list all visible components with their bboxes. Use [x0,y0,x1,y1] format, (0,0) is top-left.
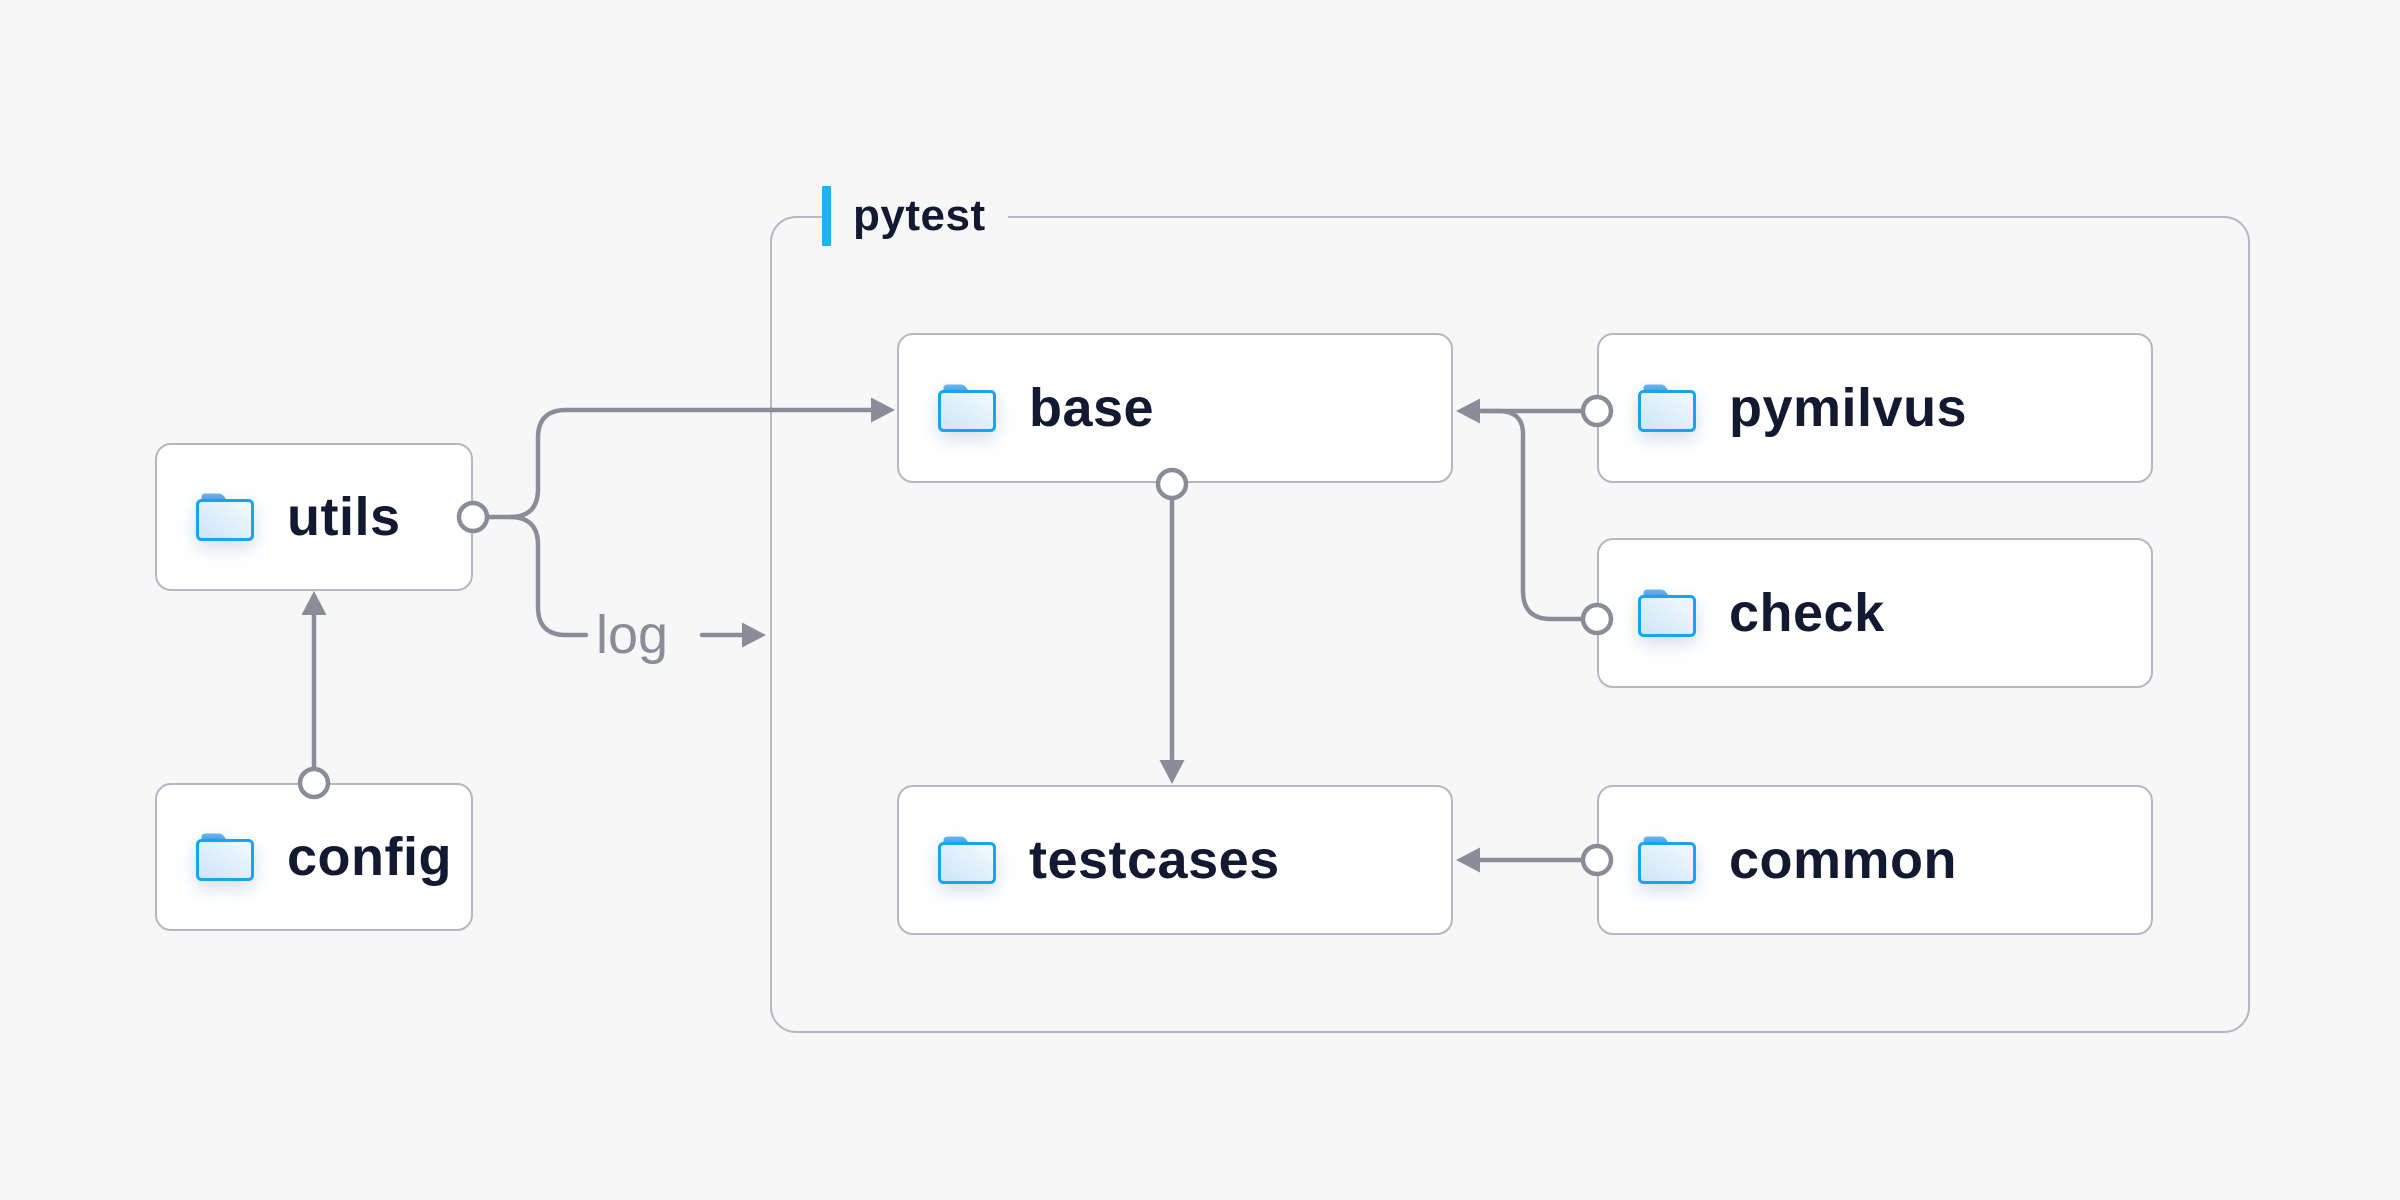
folder-node-testcases: testcases [897,785,1453,935]
folder-icon [1635,380,1699,436]
folder-node-config: config [155,783,473,931]
node-label-base: base [1029,378,1155,438]
folder-icon [935,832,999,888]
node-label-pymilvus: pymilvus [1729,378,1968,438]
node-label-testcases: testcases [1029,830,1280,890]
edge-label-log: log [596,605,669,665]
node-label-config: config [287,827,452,887]
folder-node-base: base [897,333,1453,483]
folder-icon [935,380,999,436]
node-label-utils: utils [287,487,401,547]
folder-icon [1635,585,1699,641]
pytest-group-label: pytest [822,186,1008,246]
group-title: pytest [853,191,986,240]
node-label-common: common [1729,830,1958,890]
folder-icon [193,829,257,885]
folder-node-pymilvus: pymilvus [1597,333,2153,483]
arrowhead-log-into-pytest [742,622,766,648]
folder-node-common: common [1597,785,2153,935]
folder-node-utils: utils [155,443,473,591]
edge-utils-to-log [507,514,589,638]
folder-icon [1635,832,1699,888]
folder-icon [193,489,257,545]
folder-node-check: check [1597,538,2153,688]
node-label-check: check [1729,583,1885,643]
accent-bar-icon [822,186,831,246]
arrowhead-into-utils [301,591,327,615]
pytest-group-container [770,216,2250,1033]
